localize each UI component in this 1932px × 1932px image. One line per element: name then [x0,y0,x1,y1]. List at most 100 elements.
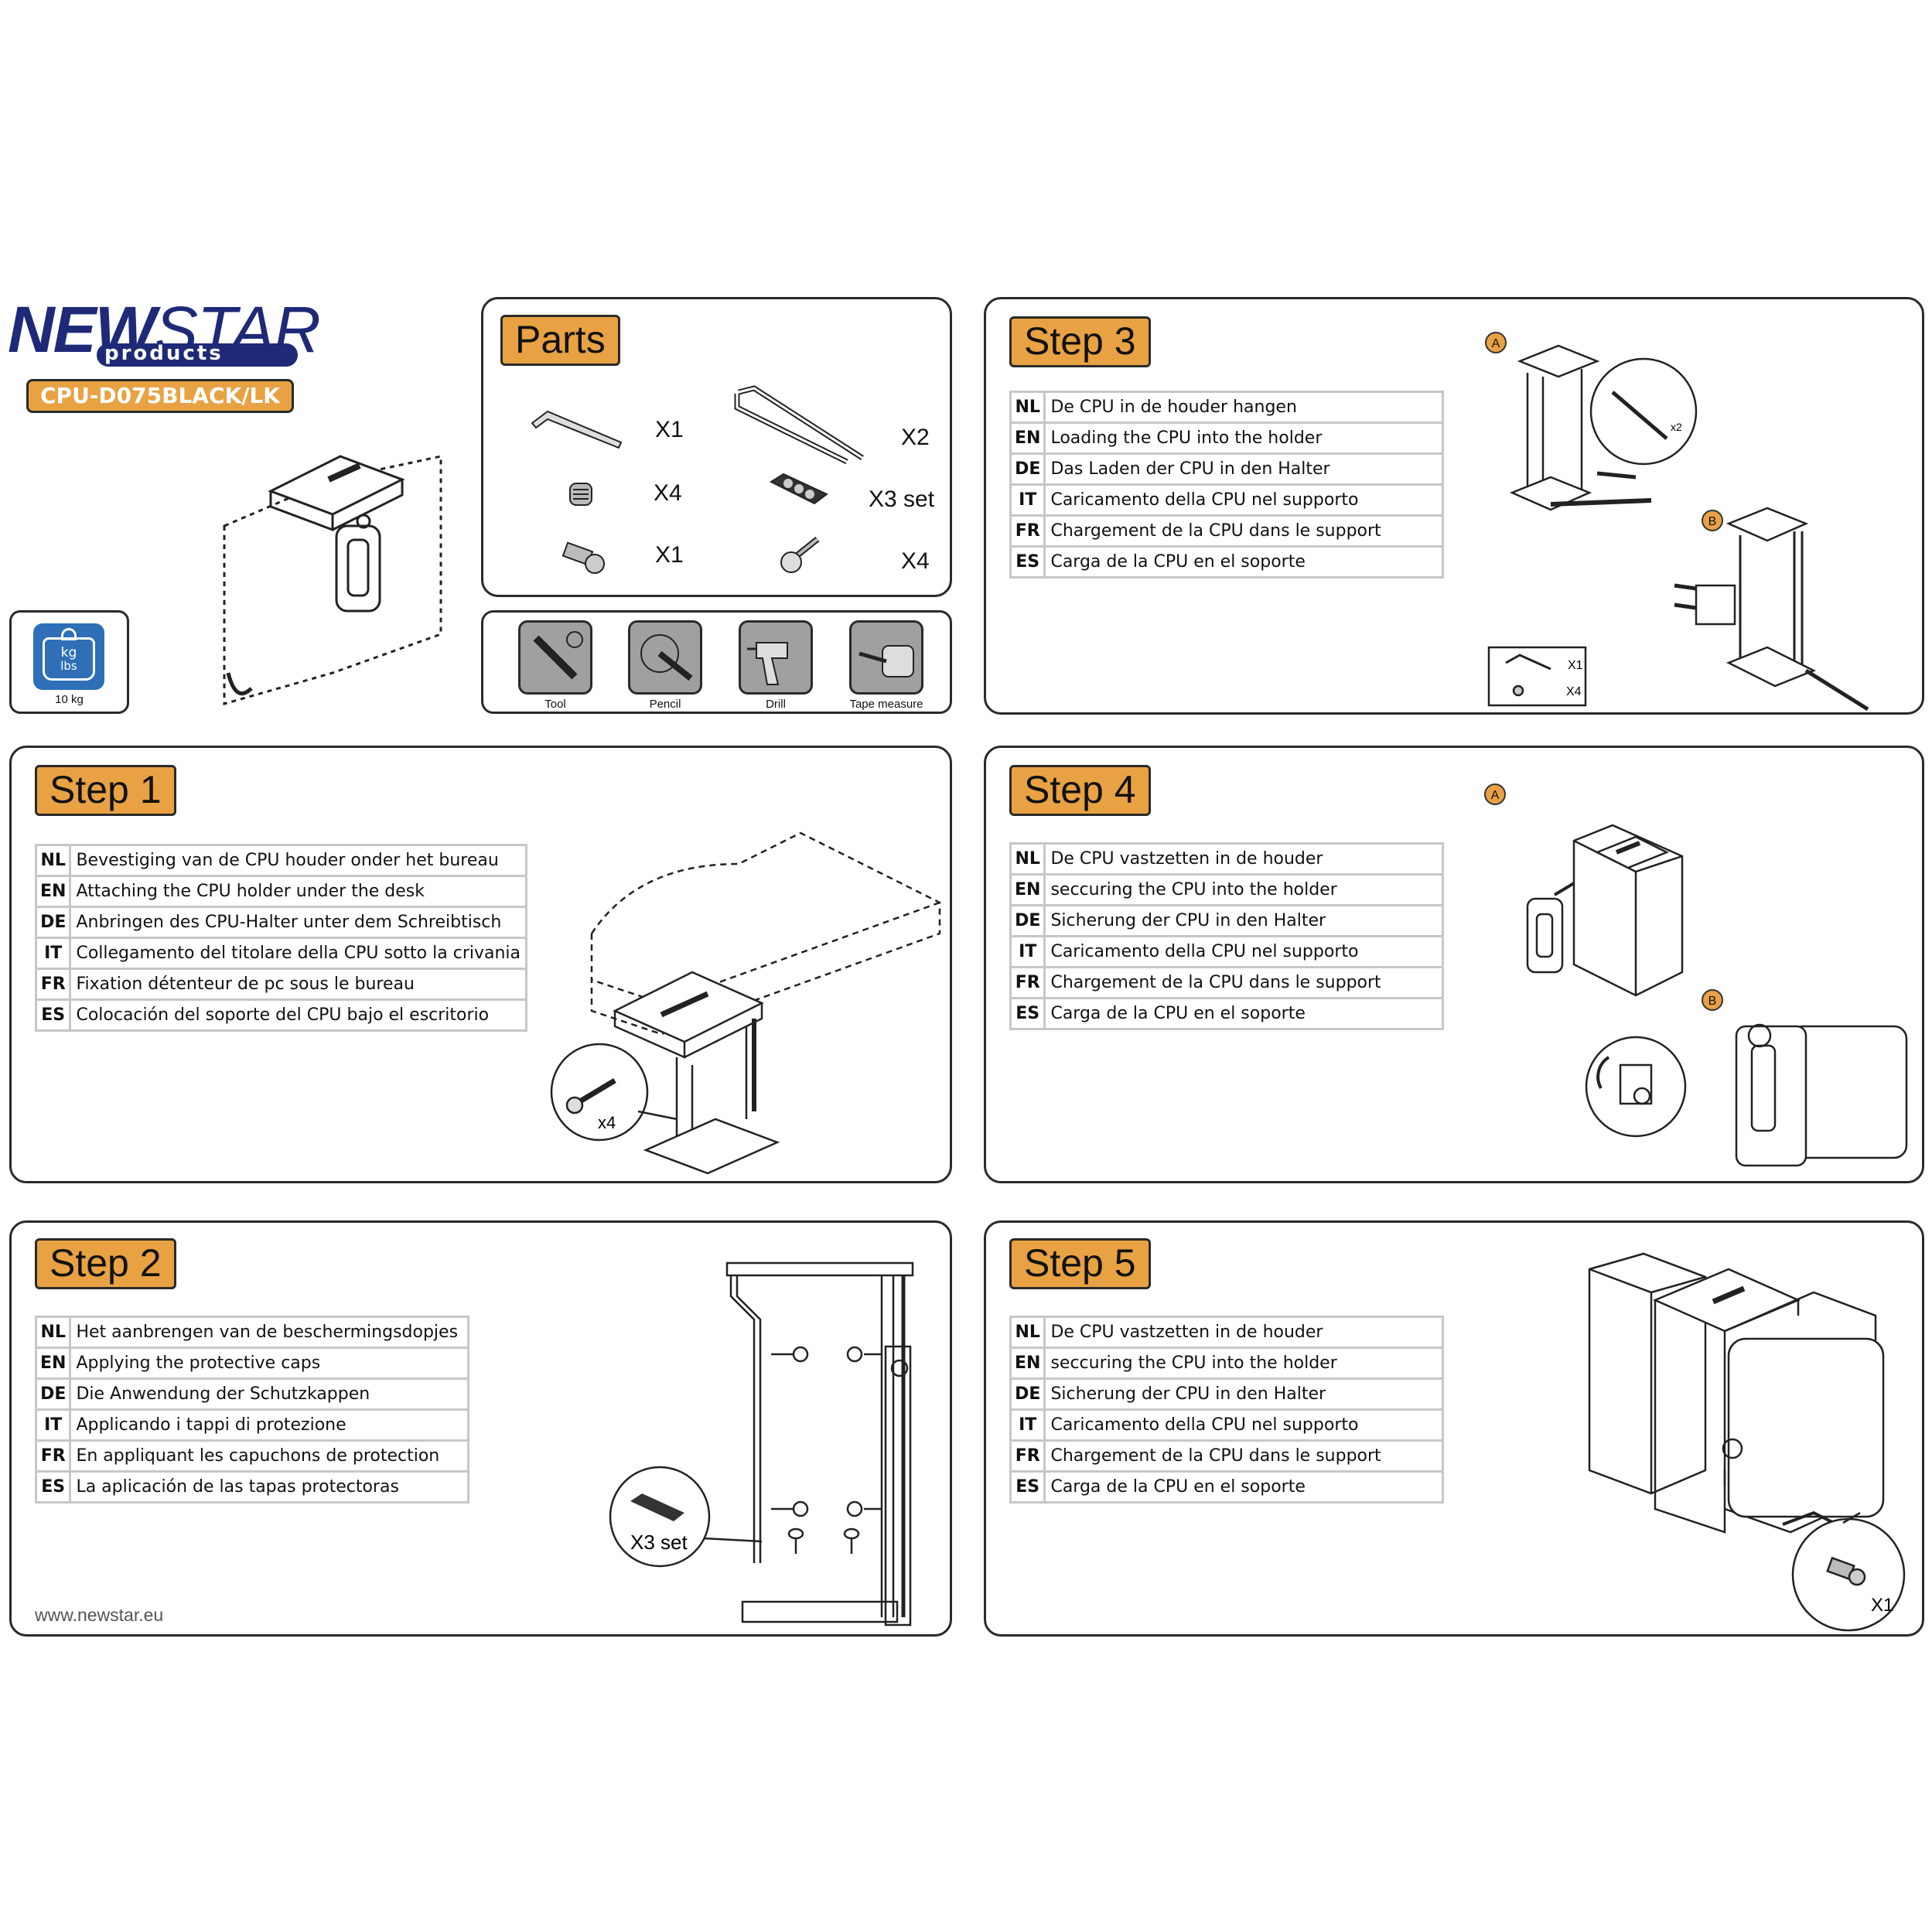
parts-panel: Parts X1 X2 X4 X3 set X1 X4 [481,297,952,597]
tool-label-drill: Drill [766,698,786,711]
step3-callout-rod: x2 [1671,421,1682,433]
step3-label-b: B [1702,510,1723,531]
lang-code: ES [34,1470,72,1504]
lang-text: Die Anwendung der Schutzkappen [69,1377,470,1411]
lang-text: En appliquant les capuchons de protectio… [69,1439,470,1473]
brand-logo: NEW STAR products [8,292,321,370]
step2-caps-illustration: X3 set [609,1261,914,1626]
tool-label-tool: Tool [544,698,566,711]
lang-code: DE [1009,452,1046,486]
lang-text: Carga de la CPU en el soporte [1043,545,1445,579]
tool-label-pencil: Pencil [649,698,681,711]
step1-desk-mount-illustration: x4 [550,831,941,1175]
weight-label: 10 kg [55,693,84,706]
lang-code: FR [1009,966,1046,999]
lang-text: Applicando i tappi di protezione [69,1408,470,1442]
lang-text: Anbringen des CPU-Halter unter dem Schre… [69,906,528,939]
weight-unit-bottom: lbs [60,659,77,673]
lang-code: DE [1009,904,1046,937]
brand-sub-bar [97,343,298,367]
lang-code: ES [1009,545,1046,579]
tool-label-tape: Tape measure [849,698,923,711]
lang-code: NL [34,1316,72,1349]
lang-code: NL [1009,842,1046,876]
lang-code: DE [34,1377,72,1411]
step3-title: Step 3 [1009,316,1151,367]
weight-handle [61,628,77,640]
dowel-icon [569,483,592,506]
lang-text: Bevestiging van de CPU houder onder het … [69,844,528,877]
lang-code: ES [1009,997,1046,1030]
lang-code: NL [1009,391,1046,424]
step4-securing-illustration [1526,824,1908,1167]
tape-measure-icon [849,620,923,695]
lang-code: EN [1009,873,1046,906]
part-qty-caps: X3 set [869,486,935,512]
lang-text: Chargement de la CPU dans le support [1043,1439,1445,1473]
step5-final-illustration: X1 [1588,1252,1906,1632]
lang-code: FR [34,968,72,1001]
wood-screw-icon [780,536,820,573]
lang-text: Loading the CPU into the holder [1043,422,1445,455]
lang-code: ES [1009,1470,1046,1504]
part-qty-dowel: X4 [654,480,682,506]
lang-code: FR [1009,1439,1046,1473]
lang-code: IT [34,937,72,970]
lang-text: De CPU in de houder hangen [1043,391,1445,424]
lang-text: Carga de la CPU en el soporte [1043,1470,1445,1504]
weight-icon: kg lbs [33,623,104,690]
brand-sub: products [104,342,224,365]
step2-callout: X3 set [630,1531,688,1554]
step3-inset-qty-1: X1 [1568,659,1583,672]
lang-text: Caricamento della CPU nel supporto [1043,935,1445,968]
step2-title: Step 2 [35,1238,176,1289]
step1-callout: x4 [598,1113,616,1132]
lang-code: IT [1009,935,1046,968]
lang-code: FR [34,1439,72,1473]
step4-title: Step 4 [1009,765,1151,816]
step5-title: Step 5 [1009,1238,1151,1289]
lang-code: IT [1009,483,1046,517]
model-badge: CPU-D075BLACK/LK [26,379,294,413]
lang-code: NL [1009,1316,1046,1349]
lang-code: DE [34,906,72,939]
lang-text: Caricamento della CPU nel supporto [1043,483,1445,517]
step4-label-b: B [1702,989,1723,1011]
rod-icon [734,385,864,465]
part-qty-hex-key: X1 [655,417,684,442]
step1-title: Step 1 [35,765,176,816]
drill-icon [739,620,813,695]
lang-text: Chargement de la CPU dans le support [1043,514,1445,548]
lang-text: De CPU vastzetten in de houder [1043,1316,1445,1349]
lang-code: IT [1009,1408,1046,1442]
lang-text: Applying the protective caps [69,1347,470,1380]
lang-code: EN [34,1347,72,1380]
weight-unit-top: kg [60,645,77,660]
lang-text: Chargement de la CPU dans le support [1043,966,1445,999]
part-qty-rod: X2 [901,425,930,450]
hero-cpu-holder-illustration [223,455,442,705]
